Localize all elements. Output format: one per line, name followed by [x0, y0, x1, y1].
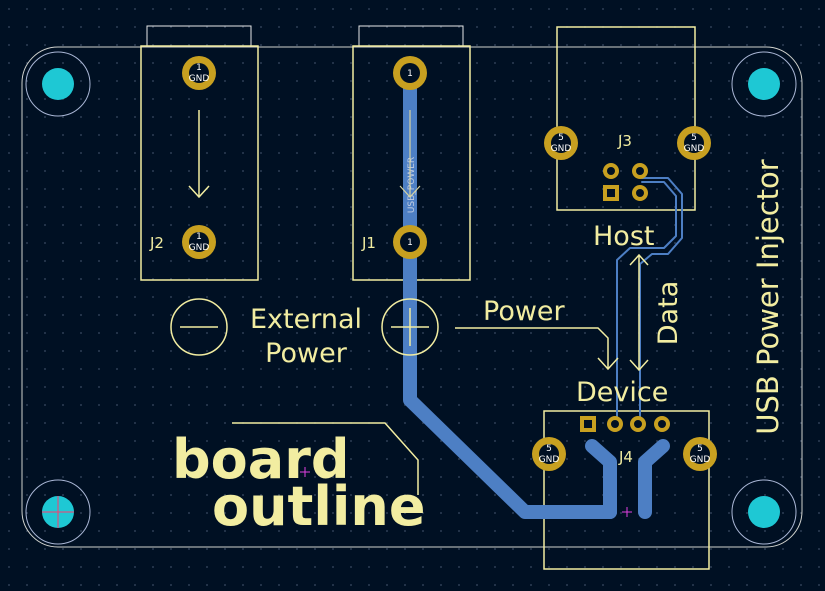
data-label: Data	[653, 281, 684, 345]
logo-word-outline: outline	[212, 475, 425, 538]
pad-number: 1	[196, 232, 202, 242]
pad-net: GND	[690, 455, 711, 465]
board-title: USB Power Injector	[751, 159, 785, 435]
pad-net: GND	[684, 144, 705, 154]
host-label: Host	[593, 221, 654, 252]
j3-signal-pads	[603, 163, 648, 201]
j2-pad-1-bottom: 1 GND	[182, 225, 216, 259]
j3-shield-pad-right: 5 GND	[677, 126, 711, 160]
pad-net: GND	[551, 144, 572, 154]
j4-designator: J4	[618, 448, 633, 466]
pad-net: GND	[539, 455, 560, 465]
pad-net: GND	[189, 74, 210, 84]
j4-shield-pad-right: 5 GND	[683, 437, 717, 471]
pad-number: 5	[691, 133, 697, 143]
mounting-hole-bottom-right	[731, 479, 797, 545]
j4-signal-pads	[580, 416, 670, 432]
j2-pad-1-top: 1 GND	[182, 56, 216, 90]
external-power-label-line1: External	[250, 304, 362, 335]
j2-courtyard	[140, 25, 259, 281]
j1-pad-1-bottom: 1	[393, 225, 427, 259]
origin-markers	[300, 467, 632, 517]
logo-word-board: board	[172, 428, 349, 491]
trace-net-label: USB_POWER	[407, 157, 417, 213]
plus-symbol	[381, 298, 439, 356]
pad-number: 5	[697, 444, 703, 454]
j1-flow-arrow	[399, 110, 421, 198]
logo-frame	[232, 422, 419, 495]
pad-net: GND	[189, 243, 210, 253]
pad-number: 1	[407, 69, 413, 79]
j4-shield-pad-left: 5 GND	[532, 437, 566, 471]
j3-courtyard	[556, 26, 696, 211]
pad-number: 5	[558, 133, 564, 143]
pad-number: 5	[546, 444, 552, 454]
mounting-hole-top-right	[731, 51, 797, 117]
mounting-hole-bottom-left	[25, 479, 91, 545]
j3-shield-pad-left: 5 GND	[544, 126, 578, 160]
board-outline	[21, 46, 803, 548]
j2-flow-arrow	[188, 110, 210, 199]
device-label: Device	[576, 377, 668, 408]
j1-pad-1-top: 1	[393, 56, 427, 90]
minus-symbol	[170, 298, 228, 356]
j3-designator: J3	[617, 132, 632, 150]
pad-number: 1	[196, 63, 202, 73]
mounting-hole-top-left	[25, 51, 91, 117]
data-traces	[616, 177, 683, 425]
pad-number: 1	[407, 238, 413, 248]
data-arrow	[629, 253, 649, 372]
j1-designator: J1	[361, 234, 376, 252]
external-power-label-line2: Power	[265, 338, 348, 369]
j4-courtyard	[543, 410, 710, 570]
power-label: Power	[483, 296, 566, 327]
power-arrow	[455, 327, 619, 371]
j2-designator: J2	[149, 234, 164, 252]
